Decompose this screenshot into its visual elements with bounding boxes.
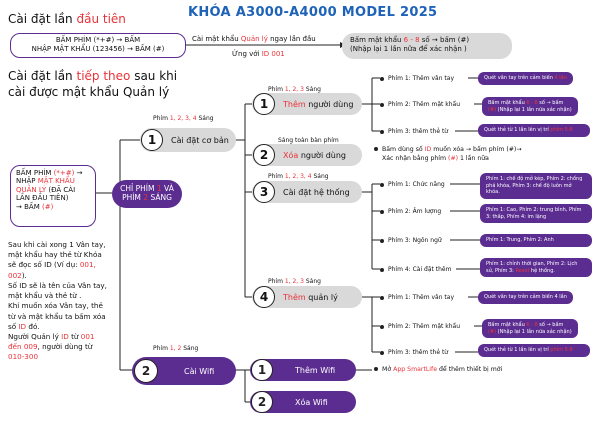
number-badge: 1 <box>253 93 275 115</box>
number-badge: 2 <box>134 359 158 383</box>
number-badge: 1 <box>141 129 163 151</box>
system-language-note: Phím 1: Trung, Phím 2: Anh <box>480 234 592 247</box>
number-badge: 1 <box>251 359 273 381</box>
delete-user-button[interactable]: 2 Xóa người dùng <box>252 144 362 166</box>
number-badge: 3 <box>253 181 275 203</box>
first-setup-step-box: BẤM PHÍM (*+#) → BẤM NHẬP MẬT KHẨU (1234… <box>10 33 186 58</box>
system-item-function[interactable]: Phím 1: Chức năng <box>380 181 445 188</box>
sub2-lit-keys: Sáng toàn bàn phím <box>278 137 339 144</box>
add-admin-password-note: Bấm mật khẩu 6 - 8 số → bấm (#) (Nhập lạ… <box>482 319 578 338</box>
add-admin-fingerprint-note: Quét vân tay trên cảm biến 4 lần <box>478 291 573 304</box>
delete-user-note: Bấm dùng số ID muốn xóa → bấm phím (#)→ … <box>374 146 522 163</box>
number-badge: 4 <box>253 286 275 308</box>
system-extra-note: Phím 1: chỉnh thời gian, Phím 2: Lịch sử… <box>480 258 592 277</box>
sub1-lit-keys: Phím 1, 2, 3 Sáng <box>268 86 321 93</box>
delete-wifi-button[interactable]: 2 Xóa Wifi <box>250 391 356 413</box>
add-user-item-card[interactable]: Phím 3: thêm thẻ từ <box>380 128 448 135</box>
system-settings-button[interactable]: 3 Cài đặt hệ thống <box>252 181 362 203</box>
system-item-volume[interactable]: Phím 2: Âm lượng <box>380 208 441 215</box>
sub3-lit-keys: Phím 1, 2, 3, 4 Sáng <box>268 173 329 180</box>
add-admin-card-note: Quét thẻ từ 1 lần lên vị trí phím 5-8 <box>478 344 590 357</box>
first-setup-heading: Cài đặt lần đầu tiên <box>8 12 126 26</box>
first-setup-password-box: Bấm mật khẩu 6 - 8 số → bấm (#) (Nhập lạ… <box>342 33 512 59</box>
number-badge: 2 <box>251 391 273 413</box>
add-admin-item-fingerprint[interactable]: Phím 1: Thêm vân tay <box>380 294 454 301</box>
login-step-box: BẤM PHÍM (*+#) → NHẬP MẬT KHẨU QUẢN LÝ (… <box>10 165 96 227</box>
add-wifi-button[interactable]: 1 Thêm Wifi <box>250 359 356 381</box>
add-user-fingerprint-note: Quét vân tay trên cảm biến 4 lần <box>478 72 573 85</box>
add-admin-item-card[interactable]: Phím 3: thêm thẻ từ <box>380 349 448 356</box>
system-item-language[interactable]: Phím 3: Ngôn ngữ <box>380 237 442 244</box>
system-function-note: Phím 1: chế độ mở kép, Phím 2: chống phá… <box>480 173 592 199</box>
sub4-lit-keys: Phím 1, 2, 3 Sáng <box>268 278 321 285</box>
add-user-button[interactable]: 1 Thêm người dùng <box>252 93 362 115</box>
first-setup-prompt: Cài mật khẩu Quản lý ngay lần đầu <box>192 35 316 43</box>
branch1-lit-keys: Phím 1, 2, 3, 4 Sáng <box>153 115 214 122</box>
page-title: KHÓA A3000-A4000 MODEL 2025 <box>188 5 438 20</box>
system-volume-note: Phím 1: Cao, Phím 2: trung bình, Phím 3:… <box>480 204 592 223</box>
add-wifi-note: Mở App SmartLife để thêm thiết bị mới <box>374 366 502 373</box>
add-user-item-password[interactable]: Phím 2: Thêm mật khẩu <box>380 101 460 108</box>
wifi-settings-button[interactable]: 2 Cài Wifi <box>132 357 236 385</box>
add-admin-button[interactable]: 4 Thêm quản lý <box>252 286 362 308</box>
number-badge: 2 <box>253 144 275 166</box>
add-user-card-note: Quét thẻ từ 1 lần lên vị trí phím 5-8 <box>478 124 590 137</box>
add-admin-item-password[interactable]: Phím 2: Thêm mật khẩu <box>380 323 460 330</box>
next-setup-heading: Cài đặt lần tiếp theo sau khi cài được m… <box>8 69 178 100</box>
id-explanation-note: Sau khi cài xong 1 Vân tay, mật khẩu hay… <box>8 240 107 362</box>
keys-1-2-lit-pill: CHỈ PHÍM 1 VÀ PHÍM 2 SÁNG <box>112 180 182 208</box>
branch2-lit-keys: Phím 1, 2 Sáng <box>153 345 199 352</box>
add-user-item-fingerprint[interactable]: Phím 1: Thêm vân tay <box>380 75 454 82</box>
system-item-extra[interactable]: Phím 4: Cài đặt thêm <box>380 266 451 273</box>
basic-settings-button[interactable]: 1 Cài đặt cơ bản <box>140 128 236 152</box>
add-user-password-note: Bấm mật khẩu 6 - 8 số → bấm (#) (Nhập lạ… <box>482 97 578 116</box>
first-setup-id: Ứng với ID 001 <box>232 50 285 58</box>
